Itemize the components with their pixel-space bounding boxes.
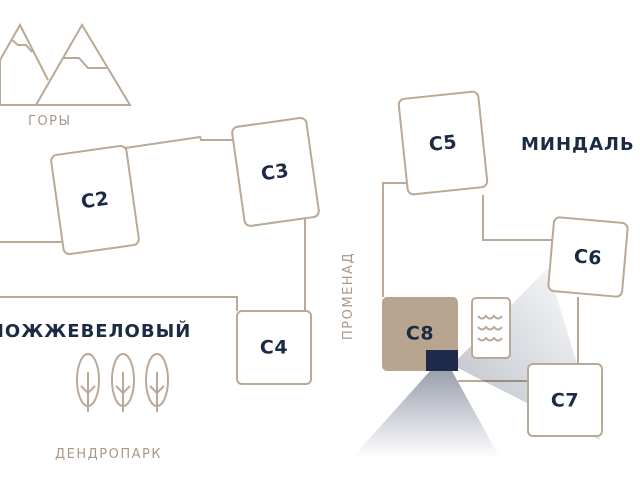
building-c4[interactable]: С4 (236, 310, 312, 385)
pool-icon (471, 297, 511, 359)
building-c7[interactable]: С7 (527, 363, 603, 437)
building-c5[interactable]: С5 (397, 90, 489, 196)
svg-text:С8: С8 (406, 323, 434, 345)
trees-icon (76, 353, 169, 412)
building-c3[interactable]: С3 (231, 116, 320, 227)
svg-text:С7: С7 (551, 390, 579, 412)
mountains-icon (0, 22, 132, 106)
building-c8-selected[interactable]: С8 (382, 297, 458, 371)
zone-label-dendropark: ДЕНДРОПАРК (55, 447, 162, 462)
zone-label-mountains: ГОРЫ (28, 114, 71, 129)
zone-label-promenade: ПРОМЕНАД (341, 252, 356, 340)
svg-text:С4: С4 (260, 337, 288, 359)
svg-text:С3: С3 (260, 160, 291, 186)
zone-label-almond: МИНДАЛЬ (521, 134, 635, 155)
svg-text:С2: С2 (80, 188, 111, 214)
svg-text:С6: С6 (573, 245, 603, 269)
building-c6[interactable]: С6 (547, 216, 629, 298)
selected-unit-marker (426, 350, 458, 371)
svg-text:С5: С5 (428, 131, 458, 156)
building-c2[interactable]: С2 (50, 144, 140, 256)
view-direction-cone (352, 371, 500, 458)
zone-label-juniper: МОЖЖЕВЕЛОВЫЙ (0, 320, 191, 342)
